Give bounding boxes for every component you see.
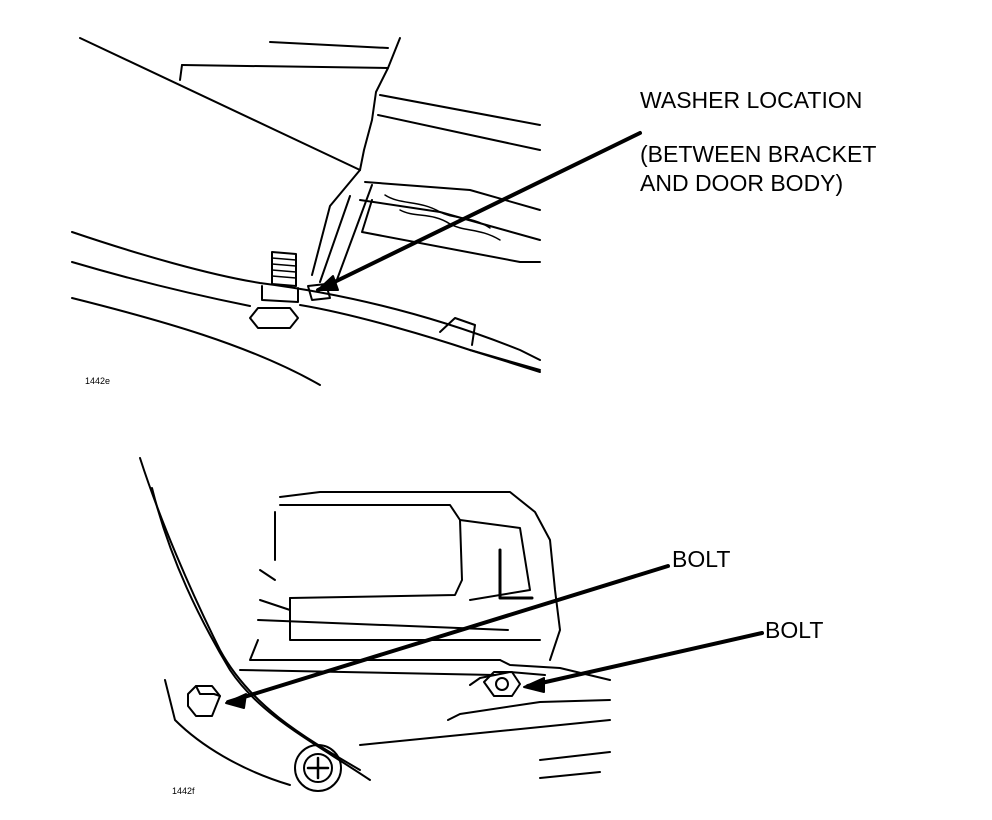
washer-location-note-line2: AND DOOR BODY) [640, 170, 844, 196]
top-figure-lines [71, 37, 541, 386]
bolt-left-leader-arrowhead [225, 693, 247, 709]
bolt-right-leader-line [526, 631, 764, 688]
washer-location-title: WASHER LOCATION [640, 87, 863, 113]
bolt-right-leader-arrowhead [523, 677, 545, 693]
bottom-figure-lines [139, 457, 611, 792]
washer-leader-arrowhead [317, 275, 339, 291]
bolt-left-label: BOLT [672, 546, 731, 572]
washer-location-note-line1: (BETWEEN BRACKET [640, 141, 877, 167]
figure-bottom-id: 1442f [172, 786, 195, 796]
washer-leader-line [316, 131, 642, 292]
bolt-right-label: BOLT [765, 617, 824, 643]
figure-top-id: 1442e [85, 376, 111, 386]
bolt-left-leader-line [226, 564, 670, 704]
bracket-letter: L [496, 540, 497, 541]
bracket-letter-mark [498, 548, 534, 600]
